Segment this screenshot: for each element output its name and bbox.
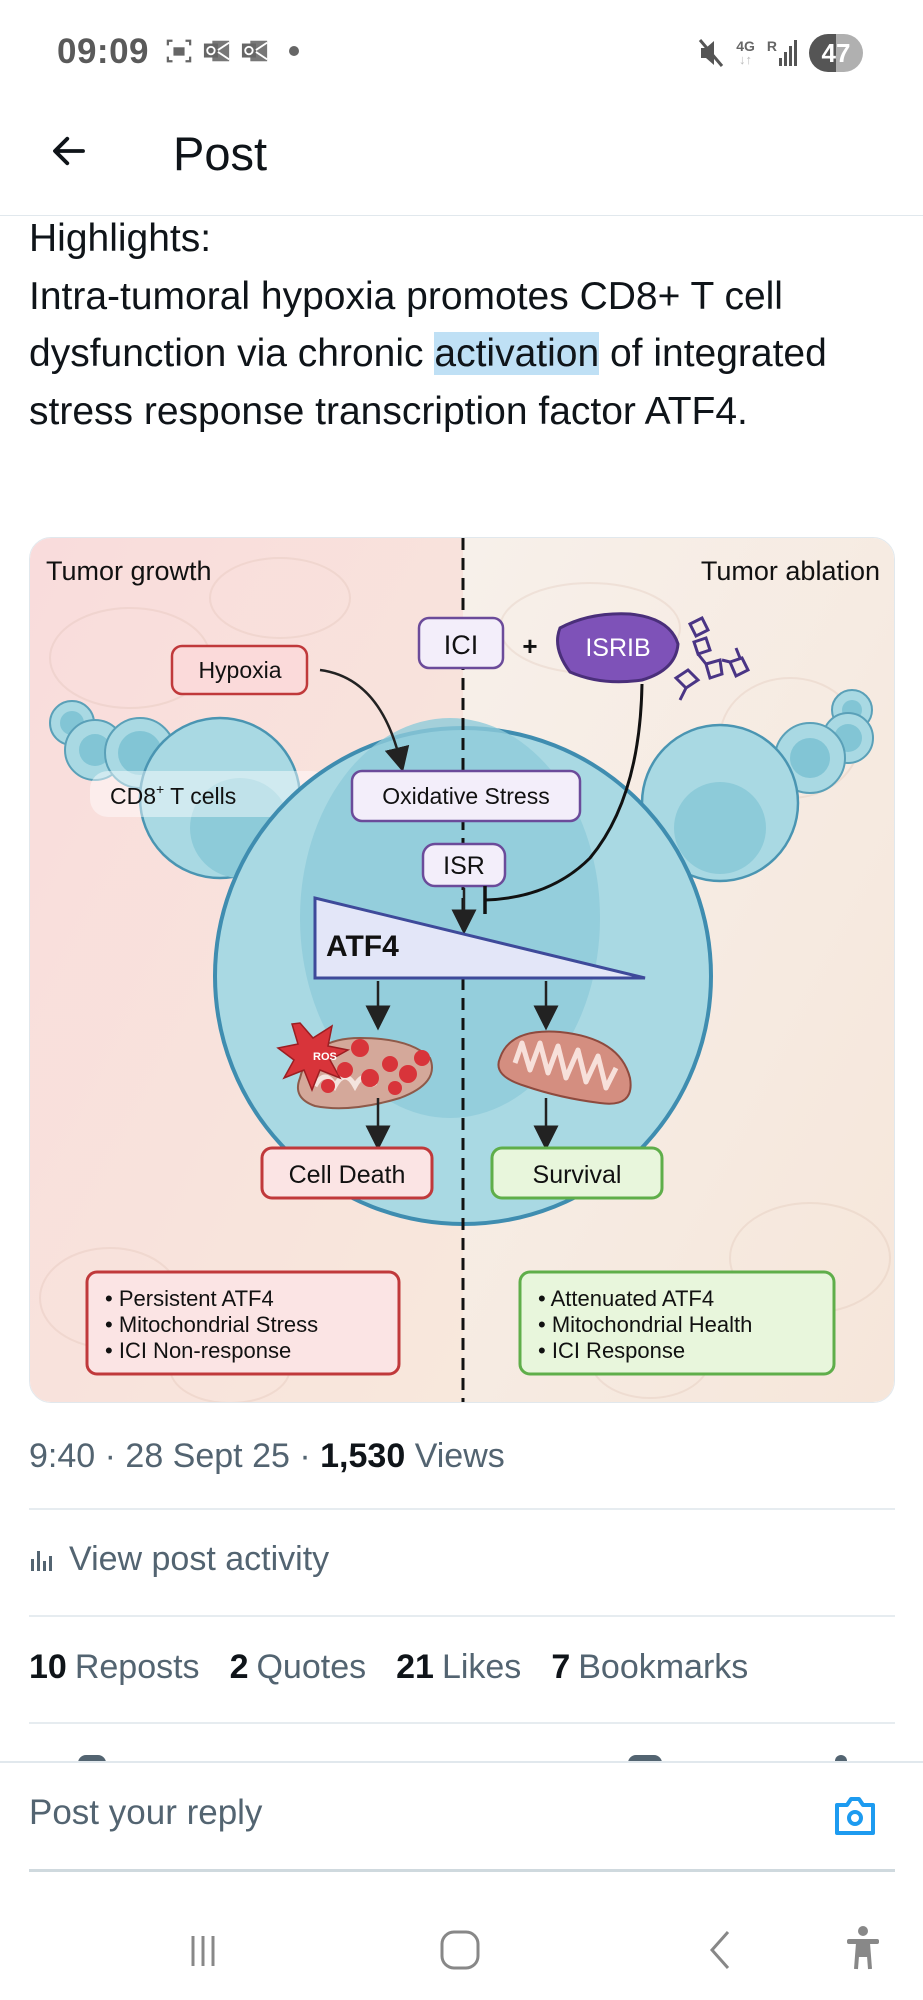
outlook-icon xyxy=(203,40,230,62)
svg-text:• ICI Response: • ICI Response xyxy=(538,1338,685,1363)
svg-text:• Mitochondrial Health: • Mitochondrial Health xyxy=(538,1312,752,1337)
survival-label: Survival xyxy=(533,1161,622,1189)
notification-dot xyxy=(289,46,299,56)
isr-label: ISR xyxy=(443,852,485,880)
status-time: 09:09 xyxy=(57,32,150,71)
oxidative-stress-box xyxy=(350,769,582,823)
right-heading: Tumor ablation xyxy=(701,556,880,586)
cd8-label-bg xyxy=(90,771,330,817)
camera-button[interactable] xyxy=(831,1791,879,1839)
divider xyxy=(29,1508,895,1510)
battery-indicator: 47 xyxy=(809,34,863,72)
right-summary-box xyxy=(518,1270,836,1376)
reply-input[interactable] xyxy=(29,1793,809,1833)
survival-box xyxy=(490,1146,664,1200)
screenshot-icon xyxy=(166,39,192,63)
page-title: Post xyxy=(173,127,268,180)
camera-icon xyxy=(835,1797,875,1835)
bookmark-icon[interactable] xyxy=(628,1755,662,1763)
right-summary-list: • Attenuated ATF4 • Mitochondrial Health… xyxy=(538,1286,752,1363)
ici-box xyxy=(417,616,505,670)
isrib-shape xyxy=(556,612,680,684)
left-heading: Tumor growth xyxy=(46,556,212,586)
analytics-icon xyxy=(31,1550,52,1571)
hypoxia-arrow xyxy=(319,668,410,773)
reply-underline xyxy=(29,1869,895,1872)
status-icons-right: 4G ↓↑ R 47 xyxy=(698,34,863,72)
post-image[interactable]: CD8+ T cells Tumor growth Tumor ablation… xyxy=(29,537,895,1403)
graphical-abstract: CD8+ T cells Tumor growth Tumor ablation… xyxy=(30,538,894,1402)
atf4-gradient xyxy=(313,896,646,980)
left-summary-box xyxy=(85,1270,401,1376)
signal-icon: R xyxy=(767,39,797,66)
cd8-label: CD8+ T cells xyxy=(110,781,236,809)
system-back-button[interactable] xyxy=(690,1920,750,1980)
4g-icon: 4G ↓↑ xyxy=(736,38,755,67)
selected-text[interactable]: activation xyxy=(434,332,600,375)
post-date: 28 Sept 25 xyxy=(125,1437,290,1475)
views-count: 1,530 xyxy=(320,1437,406,1475)
status-bar: 09:09 4G ↓↑ R xyxy=(0,0,923,106)
arrow-left-icon xyxy=(53,136,85,166)
header: Post xyxy=(0,106,923,216)
mute-icon xyxy=(699,39,724,67)
outlook-icon xyxy=(241,40,268,62)
views-label: Views xyxy=(414,1437,505,1475)
share-icon[interactable] xyxy=(835,1755,847,1763)
view-post-activity-link[interactable]: View post activity xyxy=(29,1540,329,1579)
back-icon xyxy=(709,1931,730,1969)
reply-icon[interactable] xyxy=(78,1755,106,1763)
hypoxia-label: Hypoxia xyxy=(198,657,281,683)
oxidative-stress-label: Oxidative Stress xyxy=(382,783,549,809)
atf4-label: ATF4 xyxy=(326,930,399,963)
cell-death-label: Cell Death xyxy=(289,1161,406,1189)
isrib-label: ISRIB xyxy=(585,634,650,662)
t-cells-right xyxy=(640,689,874,883)
home-icon xyxy=(440,1930,480,1970)
svg-text:• Persistent ATF4: • Persistent ATF4 xyxy=(105,1286,274,1311)
divider xyxy=(29,1722,895,1724)
damaged-mitochondrion: ROS xyxy=(276,1022,433,1110)
divider xyxy=(29,1615,895,1617)
reply-bar xyxy=(0,1761,923,1871)
accessibility-button[interactable] xyxy=(833,1920,893,1980)
left-summary-list: • Persistent ATF4 • Mitochondrial Stress… xyxy=(105,1286,318,1363)
svg-text:• Attenuated ATF4: • Attenuated ATF4 xyxy=(538,1286,714,1311)
isrib-inhibition-line xyxy=(484,683,644,902)
healthy-mitochondrion xyxy=(497,1030,632,1105)
hypoxia-box xyxy=(170,644,309,696)
svg-text:• ICI Non-response: • ICI Non-response xyxy=(105,1338,291,1363)
recents-button[interactable] xyxy=(173,1920,233,1980)
svg-text:ROS: ROS xyxy=(313,1051,337,1063)
system-nav-bar xyxy=(0,1900,923,2000)
accessibility-icon xyxy=(847,1926,879,1970)
svg-text:• Mitochondrial Stress: • Mitochondrial Stress xyxy=(105,1312,318,1337)
status-icons-left xyxy=(165,38,299,64)
isr-box xyxy=(421,842,507,888)
plus-sign: + xyxy=(522,631,537,661)
recents-icon xyxy=(191,1936,215,1966)
ici-label: ICI xyxy=(444,630,479,660)
post-text: Highlights: Intra-tumoral hypoxia promot… xyxy=(29,217,827,433)
back-button[interactable] xyxy=(44,126,94,176)
molecule-icon xyxy=(673,615,751,701)
cell-death-box xyxy=(260,1146,434,1200)
post-metadata: 9:40 · 28 Sept 25 · 1,530 Views xyxy=(29,1437,505,1475)
post-time: 9:40 xyxy=(29,1437,96,1475)
home-button[interactable] xyxy=(430,1920,490,1980)
